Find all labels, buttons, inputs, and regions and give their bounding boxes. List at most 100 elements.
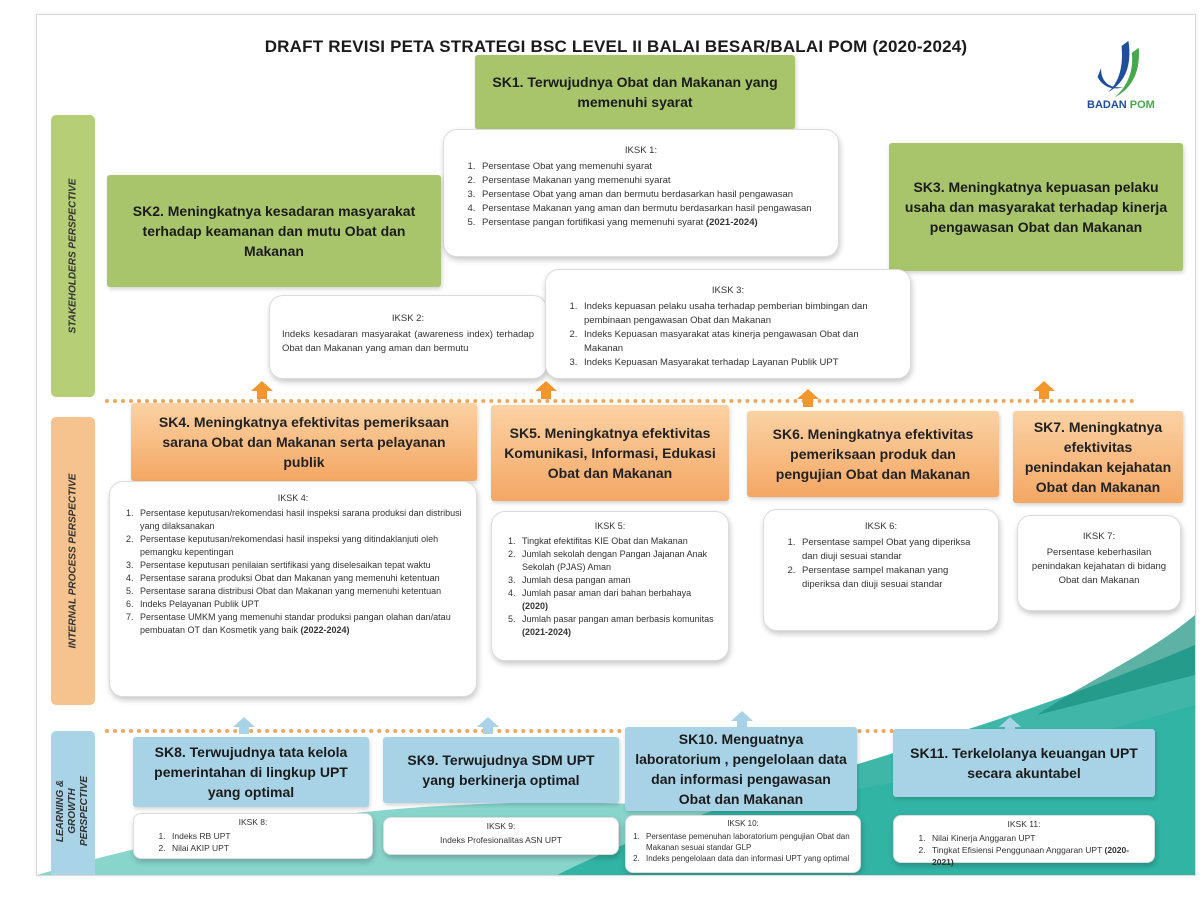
sk9-label: SK9. Terwujudnya SDM UPT yang berkinerja… — [407, 752, 595, 788]
iksk5-item-5-text: Jumlah pasar pangan aman berbasis komuni… — [522, 614, 714, 624]
sk8-box: SK8. Terwujudnya tata kelola pemerintaha… — [133, 737, 369, 807]
badan-pom-logo-icon — [1097, 40, 1139, 98]
iksk6-head: IKSK 6: — [864, 521, 898, 532]
sk2-label: SK2. Meningkatnya kesadaran masyarakat t… — [132, 203, 416, 259]
iksk6-item-1: Persentase sampel Obat yang diperiksa da… — [798, 536, 986, 564]
iksk5-head: IKSK 5: — [594, 521, 626, 531]
sk4-label: SK4. Meningkatnya efektivitas pemeriksaa… — [158, 414, 450, 470]
iksk11-item-2-period: (2020-2021) — [932, 845, 1130, 867]
arrow-up-icon — [797, 389, 819, 407]
sk5-box: SK5. Meningkatnya efektivitas Komunikasi… — [491, 405, 729, 501]
iksk3-item-1: Indeks kepuasan pelaku usaha terhadap pe… — [580, 300, 898, 328]
iksk11-card: IKSK 11: Nilai Kinerja Anggaran UPT Ting… — [893, 815, 1155, 867]
separator-stakeholders-internal — [105, 399, 1135, 403]
iksk4-item-1: Persentase keputusan/rekomendasi hasil i… — [136, 507, 464, 533]
iksk3-card: IKSK 3: Indeks kepuasan pelaku usaha ter… — [545, 269, 911, 379]
sk3-label: SK3. Meningkatnya kepuasan pelaku usaha … — [904, 179, 1168, 235]
sk7-box: SK7. Meningkatnya efektivitas penindakan… — [1013, 411, 1183, 503]
iksk7-text: Persentase keberhasilan penindakan kejah… — [1031, 547, 1167, 586]
iksk10-item-1: Persentase pemenuhan laboratorium penguj… — [642, 831, 854, 853]
sk1-box: SK1. Terwujudnya Obat dan Makanan yang m… — [475, 55, 795, 129]
iksk5-item-4: Jumlah pasar aman dari bahan berbahaya (… — [518, 587, 716, 613]
sk8-label: SK8. Terwujudnya tata kelola pemerintaha… — [154, 744, 348, 800]
iksk8-item-2: Nilai AKIP UPT — [168, 842, 360, 854]
iksk3-list: Indeks kepuasan pelaku usaha terhadap pe… — [558, 300, 898, 370]
iksk8-card: IKSK 8: Indeks RB UPT Nilai AKIP UPT — [133, 813, 373, 859]
iksk1-item-5-text: Persentase pangan fortifikasi yang memen… — [482, 217, 704, 228]
iksk4-item-7-text: Persentase UMKM yang memenuhi standar pr… — [140, 612, 451, 635]
arrow-up-icon — [1033, 381, 1055, 399]
arrow-up-icon — [999, 717, 1021, 734]
iksk8-item-1: Indeks RB UPT — [168, 830, 360, 842]
sk6-label: SK6. Meningkatnya efektivitas pemeriksaa… — [772, 426, 974, 482]
sk5-label: SK5. Meningkatnya efektivitas Komunikasi… — [504, 425, 716, 481]
iksk2-text: Indeks kesadaran masyarakat (awareness i… — [282, 329, 534, 354]
iksk1-item-2: Persentase Makanan yang memenuhi syarat — [478, 174, 826, 188]
iksk11-head: IKSK 11: — [1007, 819, 1041, 829]
iksk8-head: IKSK 8: — [238, 817, 268, 827]
iksk4-item-2: Persentase keputusan/rekomendasi hasil i… — [136, 533, 464, 559]
sk10-label: SK10. Menguatnya laboratorium , pengelol… — [635, 731, 847, 807]
logo-text-part2: POM — [1129, 99, 1155, 111]
iksk4-card: IKSK 4: Persentase keputusan/rekomendasi… — [109, 481, 477, 697]
iksk1-item-4: Persentase Makanan yang aman dan bermutu… — [478, 202, 826, 216]
iksk2-head: IKSK 2: — [391, 313, 425, 324]
iksk9-card: IKSK 9: Indeks Profesionalitas ASN UPT — [383, 817, 619, 855]
iksk3-item-2: Indeks Kepuasan masyarakat atas kinerja … — [580, 328, 898, 356]
iksk5-item-4-text: Jumlah pasar aman dari bahan berbahaya — [522, 588, 692, 598]
sk4-box: SK4. Meningkatnya efektivitas pemeriksaa… — [131, 403, 477, 481]
iksk5-item-4-period: (2020) — [522, 601, 549, 611]
iksk1-card: IKSK 1: Persentase Obat yang memenuhi sy… — [443, 129, 839, 257]
arrow-up-icon — [477, 717, 499, 734]
page-title: DRAFT REVISI PETA STRATEGI BSC LEVEL II … — [264, 37, 968, 56]
sk3-box: SK3. Meningkatnya kepuasan pelaku usaha … — [889, 143, 1183, 271]
sk1-label: SK1. Terwujudnya Obat dan Makanan yang m… — [492, 74, 778, 110]
sk11-label: SK11. Terkelolanya keuangan UPT secara a… — [910, 745, 1138, 781]
iksk11-list: Nilai Kinerja Anggaran UPT Tingkat Efisi… — [906, 832, 1142, 868]
iksk4-item-6: Indeks Pelayanan Publik UPT — [136, 598, 464, 611]
arrow-up-icon — [731, 711, 753, 728]
iksk11-item-2: Tingkat Efisiensi Penggunaan Anggaran UP… — [928, 844, 1142, 868]
iksk9-head: IKSK 9: — [486, 821, 516, 831]
arrow-up-icon — [535, 381, 557, 399]
iksk5-card: IKSK 5: Tingkat efektifitas KIE Obat dan… — [491, 511, 729, 661]
internal-process-perspective-label: INTERNAL PROCESS PERSPECTIVE — [67, 473, 79, 649]
internal-process-perspective-band: INTERNAL PROCESS PERSPECTIVE — [51, 417, 95, 705]
iksk6-card: IKSK 6: Persentase sampel Obat yang dipe… — [763, 509, 999, 631]
logo-text: BADAN POM — [1087, 99, 1155, 111]
arrow-up-icon — [233, 717, 255, 734]
iksk9-text: Indeks Profesionalitas ASN UPT — [440, 835, 562, 845]
learning-growth-perspective-label: LEARNING & GROWTH PERSPECTIVE — [55, 775, 90, 847]
stakeholders-perspective-band: STAKEHOLDERS PERSPECTIVE — [51, 115, 95, 397]
iksk5-item-5-period: (2021-2024) — [522, 627, 572, 637]
iksk10-card: IKSK 10: Persentase pemenuhan laboratori… — [625, 815, 861, 873]
iksk5-item-1: Tingkat efektifitas KIE Obat dan Makanan — [518, 535, 716, 548]
iksk4-head: IKSK 4: — [277, 493, 309, 503]
iksk10-list: Persentase pemenuhan laboratorium penguj… — [632, 831, 854, 864]
arrow-up-icon — [251, 381, 273, 399]
iksk7-card: IKSK 7: Persentase keberhasilan penindak… — [1017, 515, 1181, 611]
logo-text-part1: BADAN — [1087, 99, 1130, 111]
strategy-map-page: DRAFT REVISI PETA STRATEGI BSC LEVEL II … — [36, 14, 1196, 876]
sk6-box: SK6. Meningkatnya efektivitas pemeriksaa… — [747, 411, 999, 497]
iksk11-item-2-text: Tingkat Efisiensi Penggunaan Anggaran UP… — [932, 845, 1103, 855]
iksk5-item-3: Jumlah desa pangan aman — [518, 574, 716, 587]
iksk1-item-5-period: (2021-2024) — [705, 217, 758, 228]
iksk10-head: IKSK 10: — [727, 819, 759, 828]
iksk4-item-5: Persentase sarana distribusi Obat dan Ma… — [136, 585, 464, 598]
iksk4-item-3: Persentase keputusan penilaian sertifika… — [136, 559, 464, 572]
iksk4-item-4: Persentase sarana produksi Obat dan Maka… — [136, 572, 464, 585]
iksk4-list: Persentase keputusan/rekomendasi hasil i… — [122, 507, 464, 637]
iksk6-item-2: Persentase sampel makanan yang diperiksa… — [798, 564, 986, 592]
iksk2-card: IKSK 2: Indeks kesadaran masyarakat (awa… — [269, 295, 547, 379]
iksk5-item-2: Jumlah sekolah dengan Pangan Jajanan Ana… — [518, 548, 716, 574]
iksk5-item-5: Jumlah pasar pangan aman berbasis komuni… — [518, 613, 716, 639]
iksk7-head: IKSK 7: — [1082, 531, 1116, 542]
sk2-box: SK2. Meningkatnya kesadaran masyarakat t… — [107, 175, 441, 287]
iksk8-list: Indeks RB UPT Nilai AKIP UPT — [146, 830, 360, 854]
iksk5-list: Tingkat efektifitas KIE Obat dan Makanan… — [504, 535, 716, 639]
sk7-label: SK7. Meningkatnya efektivitas penindakan… — [1024, 419, 1172, 495]
iksk11-item-1: Nilai Kinerja Anggaran UPT — [928, 832, 1142, 844]
sk11-box: SK11. Terkelolanya keuangan UPT secara a… — [893, 729, 1155, 797]
iksk3-head: IKSK 3: — [711, 285, 745, 296]
